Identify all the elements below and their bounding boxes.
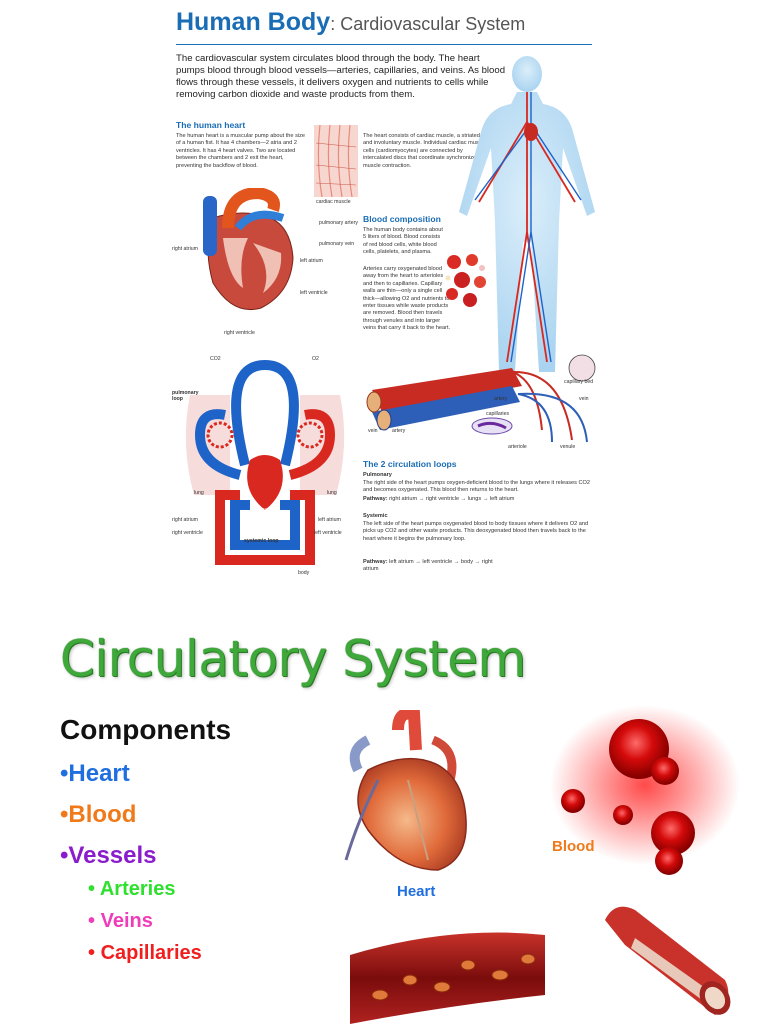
heart-image <box>344 710 467 871</box>
bullet-vessels: •Vessels <box>60 842 157 870</box>
pulmonary-artery-label: pulmonary artery <box>319 220 358 226</box>
heart-text-left: The human heart is a muscular pump about… <box>176 133 306 169</box>
blood-caption: Blood <box>552 838 595 855</box>
bullet-text: Vessels <box>68 842 157 869</box>
left-atrium-label: left atrium <box>300 258 323 264</box>
bullet-text: Arteries <box>99 878 176 900</box>
human-body-figure <box>459 56 595 372</box>
loop-left-ventricle-label: left ventricle <box>314 530 342 536</box>
pulmonary-pathway: Pathway: right atrium → right ventricle … <box>363 496 595 503</box>
heart-section-heading: The human heart <box>176 120 246 130</box>
systemic-pathway-value: left atrium → left ventricle → body → ri… <box>363 559 493 573</box>
sub-bullet-arteries: • Arteries <box>88 878 175 901</box>
infographic-title: Human Body: Cardiovascular System <box>176 8 525 37</box>
loop-right-atrium-label: right atrium <box>172 517 198 523</box>
systemic-pathway-label: Pathway: <box>363 559 388 565</box>
heart-diagram-label: heart <box>259 507 271 513</box>
infographic-title-sub: : Cardiovascular System <box>330 14 526 34</box>
cardiac-muscle-illustration <box>314 125 358 197</box>
loops-section-heading: The 2 circulation loops <box>363 459 457 469</box>
capillaries-label: capillaries <box>486 411 510 417</box>
pulmonary-text: The right side of the heart pumps oxygen… <box>363 480 590 494</box>
bullet-text: Blood <box>68 801 137 828</box>
arteriole-label: arteriole <box>508 444 527 450</box>
vessel-tube-image <box>605 906 731 1015</box>
loop-left-atrium-label: left atrium <box>318 517 341 523</box>
systemic-pathway: Pathway: left atrium → left ventricle → … <box>363 559 503 574</box>
bullet-char: • <box>88 910 96 932</box>
blood-image <box>550 705 740 875</box>
systemic-text: The left side of the heart pumps oxygena… <box>363 521 589 542</box>
lung-left-label: lung <box>194 490 204 496</box>
blood-text-1: The human body contains about 5 liters o… <box>363 227 443 256</box>
sub-bullet-capillaries: • Capillaries <box>88 942 202 965</box>
vessel-artery-label: artery <box>494 396 508 402</box>
pulmonary-loop-label: pulmonary loop <box>172 390 199 402</box>
bullet-text: Capillaries <box>100 942 202 964</box>
pulmonary-pathway-label: Pathway: <box>363 496 388 502</box>
sub-bullet-veins: • Veins <box>88 910 153 933</box>
venule-label: venule <box>560 444 576 450</box>
circulation-loop-diagram <box>185 359 345 565</box>
o2-label: O2 <box>312 356 319 362</box>
vein-label-2: vein <box>368 428 378 434</box>
bullet-char: • <box>60 842 69 869</box>
vessels-illustration <box>366 354 596 443</box>
lung-right-label: lung <box>327 490 337 496</box>
systemic-heading: Systemic <box>363 513 388 519</box>
left-ventricle-label: left ventricle <box>300 290 328 296</box>
components-heading: Components <box>60 714 232 745</box>
systemic-loop-label: systemic loop <box>244 538 279 544</box>
pulmonary-vein-label: pulmonary vein <box>319 241 355 247</box>
blood-text-2: Arteries carry oxygenated blood away fro… <box>363 266 451 332</box>
loop-right-ventricle-label: right ventricle <box>172 530 203 536</box>
bullet-heart: •Heart <box>60 760 130 788</box>
bullet-char: • <box>88 942 96 964</box>
right-ventricle-label: right ventricle <box>224 330 255 336</box>
artery-image <box>350 932 545 1024</box>
bullet-text: Veins <box>100 910 153 932</box>
heart-cross-section <box>203 188 294 310</box>
capillary-bed-label: capillary bed <box>564 379 594 385</box>
heart-text-right: The heart consists of cardiac muscle, a … <box>363 133 486 169</box>
pulmonary-pathway-value: right atrium → right ventricle → lungs →… <box>389 496 515 502</box>
cardiac-muscle-label: cardiac muscle <box>316 199 351 205</box>
right-atrium-label: right atrium <box>172 246 198 252</box>
body-label: body <box>298 570 310 576</box>
infographic-title-main: Human Body <box>176 8 331 36</box>
artery-label-2: artery <box>392 428 406 434</box>
bullet-char: • <box>60 760 69 787</box>
bullet-char: • <box>88 878 96 900</box>
pulmonary-heading: Pulmonary <box>363 472 392 478</box>
title-rule <box>176 44 592 45</box>
bullet-text: Heart <box>68 760 130 787</box>
co2-label: CO2 <box>210 356 221 362</box>
infographic-intro: The cardiovascular system circulates blo… <box>176 53 506 100</box>
heart-caption: Heart <box>397 883 436 900</box>
bullet-char: • <box>60 801 69 828</box>
blood-section-heading: Blood composition <box>363 214 441 224</box>
blood-cells-illustration <box>445 254 486 307</box>
vessel-vein-label: vein <box>579 396 589 402</box>
slide-title: Circulatory System <box>60 630 526 688</box>
bullet-blood: •Blood <box>60 801 136 829</box>
